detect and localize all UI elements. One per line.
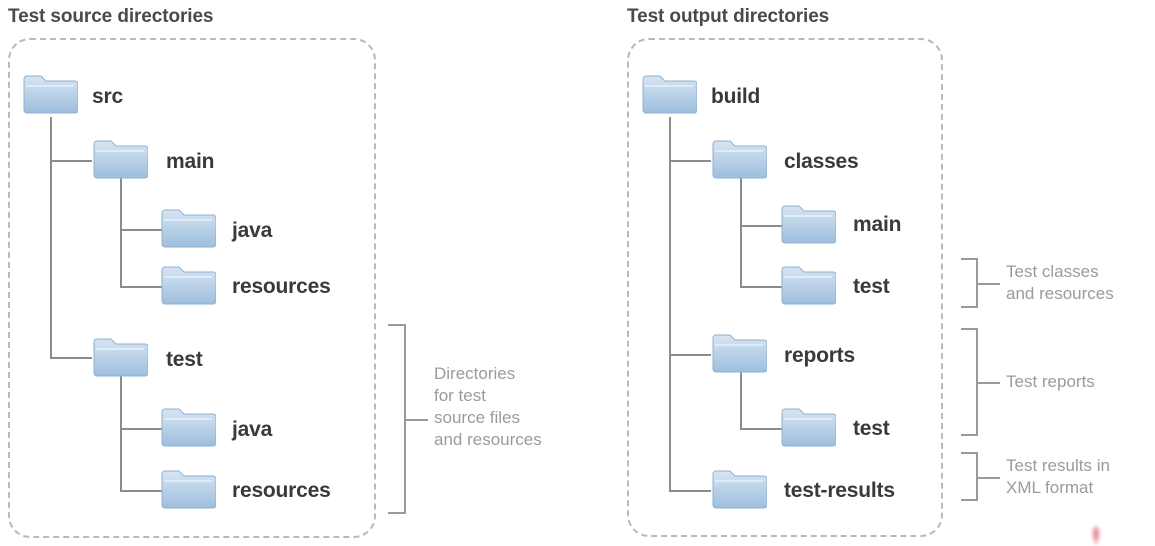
tree-line-build-trunk [669, 117, 671, 491]
node-label-reports: reports [784, 344, 855, 367]
tree-line-classes-main [740, 225, 782, 227]
folder-icon[interactable] [22, 73, 78, 117]
folder-icon[interactable] [780, 264, 836, 308]
folder-icon[interactable] [160, 207, 216, 251]
test-classes-annotation: Test classes and resources [1006, 262, 1114, 303]
test-reports-bracket [961, 328, 1000, 436]
tree-line-build-reports [669, 354, 711, 356]
stray-mark [1091, 526, 1101, 546]
node-label-classes-test: test [853, 275, 890, 298]
tree-line-main-trunk [120, 178, 122, 288]
test-classes-bracket [961, 258, 1000, 308]
folder-icon[interactable] [92, 138, 148, 182]
folder-icon[interactable] [780, 203, 836, 247]
tree-line-test-java [120, 428, 162, 430]
tree-line-build-test-results [669, 490, 711, 492]
node-label-build: build [711, 85, 761, 108]
test-results-annotation: Test results in XML format [1006, 456, 1110, 497]
right-panel-title: Test output directories [627, 6, 830, 27]
test-reports-annotation: Test reports [1006, 372, 1095, 391]
tree-line-src-test [50, 357, 92, 359]
folder-icon[interactable] [160, 468, 216, 512]
tree-line-main-resources [120, 286, 162, 288]
tree-line-main-java [120, 229, 162, 231]
node-label-test: test [166, 348, 203, 371]
node-label-main: main [166, 150, 215, 173]
node-label-test-java: java [232, 418, 273, 441]
folder-icon[interactable] [780, 406, 836, 450]
node-label-classes-main: main [853, 213, 902, 236]
node-label-main-java: java [232, 219, 273, 242]
node-label-main-resources: resources [232, 275, 331, 298]
folder-icon[interactable] [711, 332, 767, 376]
folder-icon[interactable] [160, 264, 216, 308]
tree-line-src-main [50, 160, 92, 162]
left-panel-title: Test source directories [8, 6, 214, 27]
tree-line-reports-test [740, 428, 782, 430]
node-label-reports-test: test [853, 417, 890, 440]
test-sources-annotation: Directories for test source files and re… [434, 364, 542, 449]
folder-icon[interactable] [711, 138, 767, 182]
folder-icon[interactable] [160, 406, 216, 450]
tree-line-classes-trunk [740, 178, 742, 288]
tree-line-reports-trunk [740, 372, 742, 430]
tree-line-test-resources [120, 490, 162, 492]
folder-icon[interactable] [641, 73, 697, 117]
test-sources-bracket [388, 324, 428, 514]
test-results-bracket [961, 452, 1000, 501]
node-label-classes: classes [784, 150, 859, 173]
tree-line-build-classes [669, 160, 711, 162]
tree-line-src-trunk [50, 117, 52, 359]
node-label-test-resources: resources [232, 479, 331, 502]
tree-line-test-trunk [120, 375, 122, 492]
tree-line-classes-test [740, 286, 782, 288]
node-label-src: src [92, 85, 123, 108]
node-label-test-results: test-results [784, 479, 895, 502]
folder-icon[interactable] [711, 468, 767, 512]
folder-icon[interactable] [92, 336, 148, 380]
